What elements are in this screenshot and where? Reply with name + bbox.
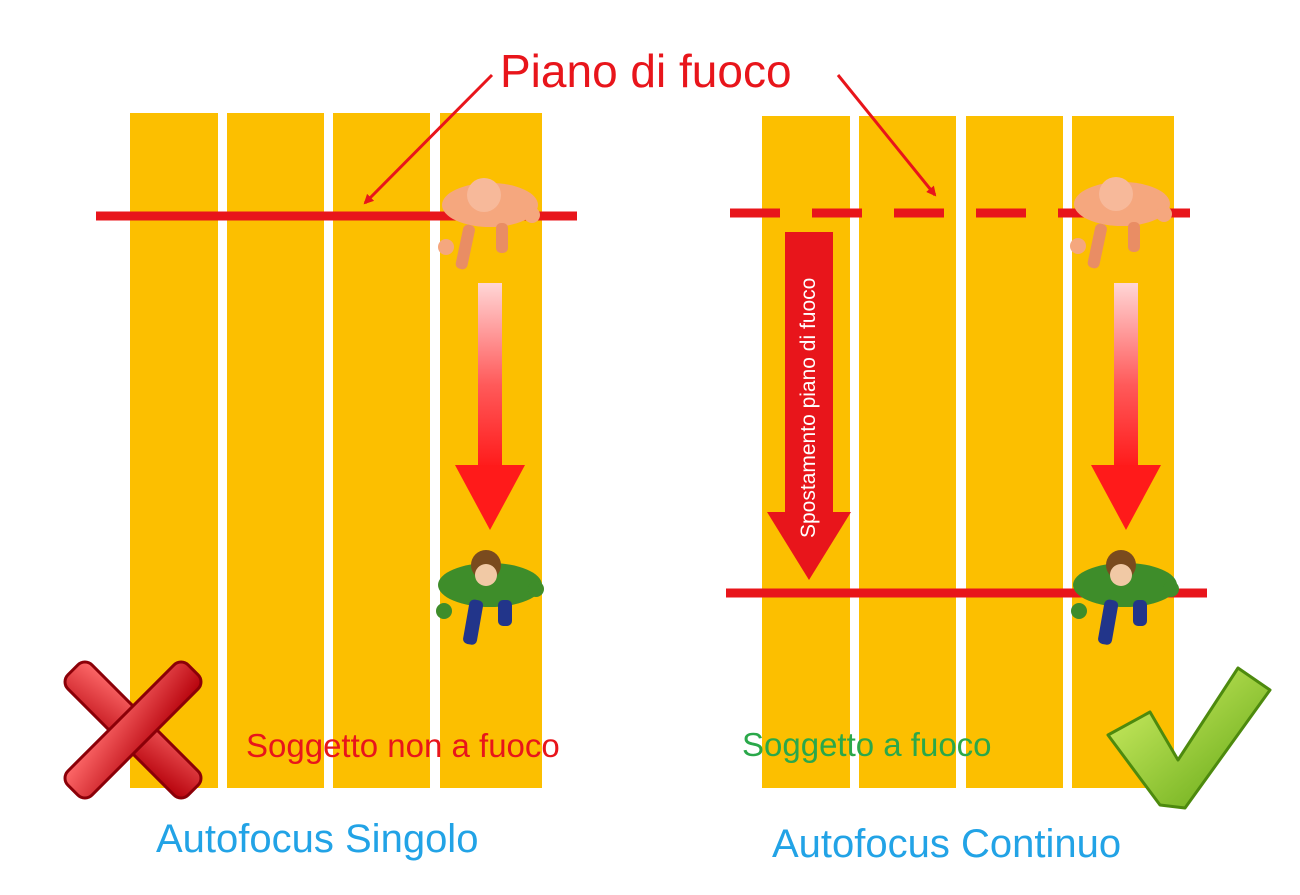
title-pointer-left (363, 73, 494, 205)
lane (859, 116, 956, 788)
left-status-text: Soggetto non a fuoco (246, 727, 560, 764)
title-pointer-right (836, 74, 937, 197)
left-caption: Autofocus Singolo (156, 817, 478, 861)
person-start-icon (1070, 177, 1172, 269)
diagram-title: Piano di fuoco (500, 45, 792, 97)
red-x-icon (63, 660, 203, 800)
right-status-text: Soggetto a fuoco (742, 726, 992, 763)
movement-arrow (1091, 283, 1161, 530)
right-caption: Autofocus Continuo (772, 822, 1121, 866)
focus-shift-label: Spostamento piano di fuoco (797, 278, 820, 538)
focus-shift-arrow: Spostamento piano di fuoco (767, 232, 851, 580)
person-end-icon (1071, 550, 1179, 645)
lane (227, 113, 324, 788)
right-panel: Spostamento piano di fuoco (726, 116, 1272, 866)
lane (333, 113, 430, 788)
left-panel: Soggetto non a fuoco Autofocus Singolo (63, 113, 577, 861)
person-start-icon (438, 178, 540, 270)
green-check-icon (1106, 666, 1272, 810)
movement-arrow (455, 283, 525, 530)
lane (966, 116, 1063, 788)
person-end-icon (436, 550, 544, 645)
right-lanes (762, 116, 1174, 788)
